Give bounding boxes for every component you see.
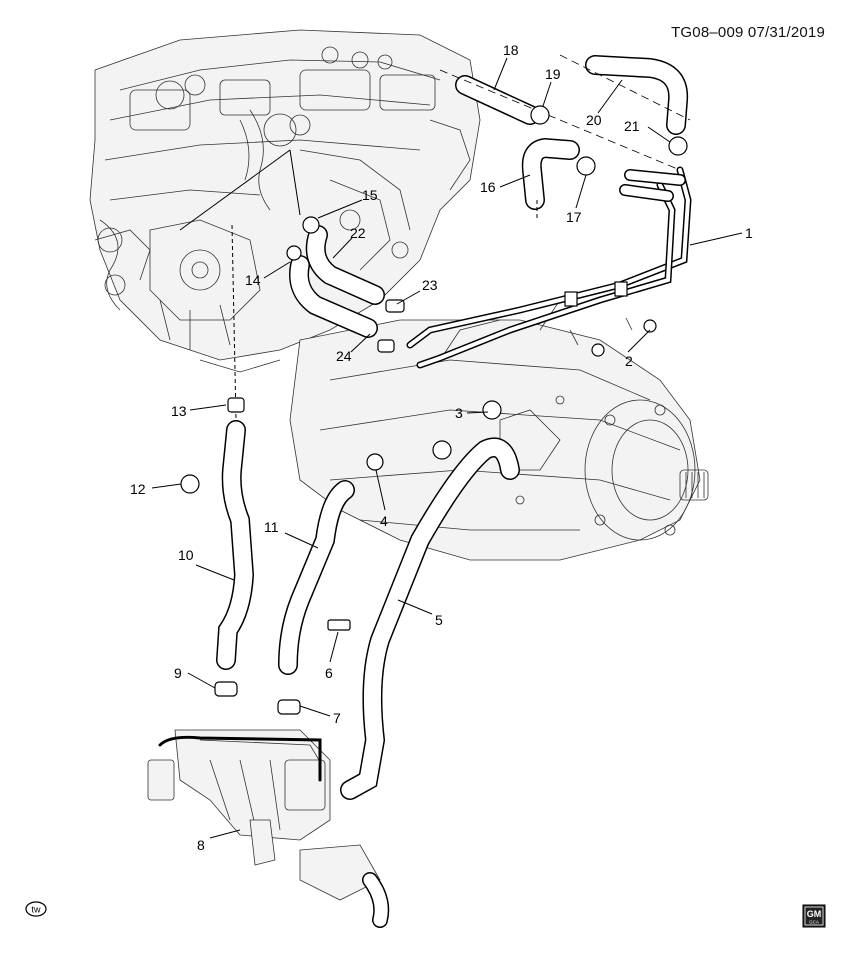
callout-23: 23	[422, 277, 438, 293]
callout-7: 7	[333, 710, 341, 726]
callout-17: 17	[566, 209, 582, 225]
brand-badge-bottom: GCA	[809, 920, 819, 925]
callout-24: 24	[336, 348, 352, 364]
front-heater-hoses	[179, 149, 405, 421]
view-badge-text: tw	[32, 905, 42, 915]
brand-badge-top: GM	[807, 909, 822, 919]
lower-heater-hoses	[180, 397, 520, 800]
callout-5: 5	[435, 612, 443, 628]
front-view-icon: tw	[25, 901, 47, 922]
callout-18: 18	[503, 42, 519, 58]
engine-illustration	[89, 29, 481, 373]
callout-12: 12	[130, 481, 146, 497]
callout-labels: 1 2 3 4 5 6 7 8 9 10 11 12 13 14 15 16 1…	[130, 42, 753, 853]
callout-3: 3	[455, 405, 463, 421]
callout-leader-lines	[151, 57, 743, 839]
callout-20: 20	[586, 112, 602, 128]
callout-22: 22	[350, 225, 366, 241]
heater-pipe-assembly	[406, 166, 692, 369]
callout-19: 19	[545, 66, 561, 82]
callout-1: 1	[745, 225, 753, 241]
callout-4: 4	[380, 513, 388, 529]
clamps-and-fasteners	[530, 105, 688, 176]
callout-9: 9	[174, 665, 182, 681]
illustration-code: TG08–009	[671, 24, 744, 41]
upper-heater-hoses	[439, 54, 691, 220]
auxiliary-heater-pump	[147, 729, 390, 928]
callout-15: 15	[362, 187, 378, 203]
callout-16: 16	[480, 179, 496, 195]
illustration-header: TG08–009 07/31/2019	[671, 24, 825, 41]
callout-6: 6	[325, 665, 333, 681]
gm-logo-icon: GM GCA	[802, 904, 826, 933]
callout-13: 13	[171, 403, 187, 419]
callout-14: 14	[245, 272, 261, 288]
callout-8: 8	[197, 837, 205, 853]
callout-10: 10	[178, 547, 194, 563]
callout-21: 21	[624, 118, 640, 134]
callout-2: 2	[625, 353, 633, 369]
callout-11: 11	[264, 519, 279, 535]
illustration-date: 07/31/2019	[747, 24, 825, 41]
